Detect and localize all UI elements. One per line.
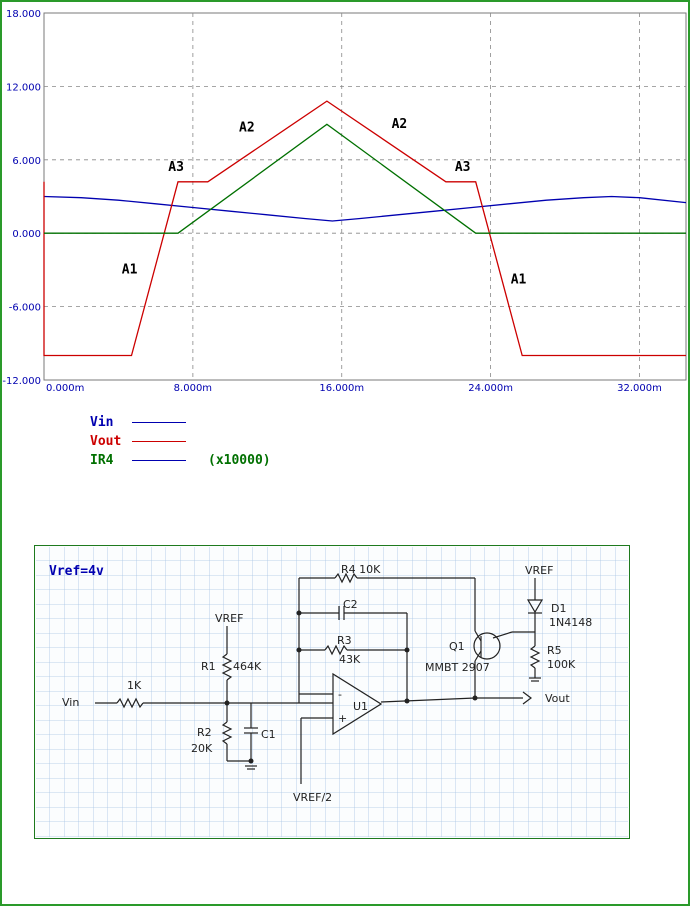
legend-item-ir4: IR4 (x10000) [90, 451, 271, 470]
y-tick-label: 6.000 [12, 156, 41, 167]
annotation-label: A1 [122, 263, 138, 278]
label-vout: Vout [545, 692, 570, 705]
label-r2: R2 [197, 726, 212, 739]
label-r3-value: 43K [339, 653, 361, 666]
schematic-title: Vref=4v [49, 564, 104, 579]
label-c1: C1 [261, 728, 276, 741]
series-line-ir4 [44, 123, 686, 234]
label-r3: R3 [337, 634, 352, 647]
label-vref-half: VREF/2 [293, 791, 332, 804]
label-r-in: 1K [127, 679, 142, 692]
legend-item-vin: Vin [90, 413, 271, 432]
label-u1: U1 [353, 700, 368, 713]
label-r1-value: 464K [233, 660, 262, 673]
label-plus: + [338, 712, 347, 725]
legend-scale-note: (x10000) [208, 453, 271, 468]
label-minus: - [338, 688, 342, 701]
legend-swatch-vout [132, 441, 186, 442]
legend-label-vout: Vout [90, 434, 122, 449]
label-r4: R4 10K [341, 563, 381, 576]
waveform-plot: 0.000m 8.000m 16.000m 24.000m 32.000m 18.000 1… [2, 9, 687, 394]
series-line-vout [43, 100, 686, 357]
legend: Vin Vout IR4 (x10000) [90, 413, 271, 470]
annotation-label: A2 [239, 121, 255, 136]
legend-label-vin: Vin [90, 415, 114, 430]
x-tick-label: 8.000m [174, 383, 212, 394]
label-q1: Q1 [449, 640, 465, 653]
legend-item-vout: Vout [90, 432, 271, 451]
series-line-vin [43, 195, 687, 222]
label-r2-value: 20K [191, 742, 213, 755]
y-tick-label: 18.000 [6, 9, 41, 20]
label-d1: D1 [551, 602, 566, 615]
label-r5-value: 100K [547, 658, 576, 671]
y-tick-label: -12.000 [2, 376, 41, 387]
y-tick-label: -6.000 [9, 303, 41, 314]
label-d1-part: 1N4148 [549, 616, 592, 629]
legend-swatch-vin [132, 422, 186, 423]
x-tick-label: 24.000m [468, 383, 513, 394]
y-tick-label: 0.000 [12, 229, 41, 240]
legend-swatch-ir4 [132, 460, 186, 461]
label-q1-part: MMBT 2907 [425, 661, 490, 674]
schematic-drawing: Vref=4v [36, 547, 628, 837]
graph-paper-grid [36, 547, 628, 837]
label-vref-top: VREF [525, 564, 553, 577]
label-vref-r1: VREF [215, 612, 243, 625]
label-r5: R5 [547, 644, 562, 657]
annotation-label: A2 [392, 117, 408, 132]
legend-label-ir4: IR4 [90, 453, 114, 468]
schematic-wires [95, 572, 544, 784]
y-tick-label: 12.000 [6, 82, 41, 93]
plot-area [43, 12, 687, 381]
label-r1: R1 [201, 660, 216, 673]
x-tick-label: 32.000m [617, 383, 662, 394]
label-vin: Vin [62, 696, 79, 709]
x-tick-label: 0.000m [46, 383, 84, 394]
annotation-label: A3 [455, 160, 471, 175]
x-tick-label: 16.000m [319, 383, 364, 394]
annotation-label: A3 [168, 160, 184, 175]
label-c2: C2 [343, 598, 358, 611]
circuit-schematic: Vref=4v [34, 545, 630, 839]
annotation-label: A1 [511, 272, 527, 287]
schematic-junctions [224, 610, 478, 764]
